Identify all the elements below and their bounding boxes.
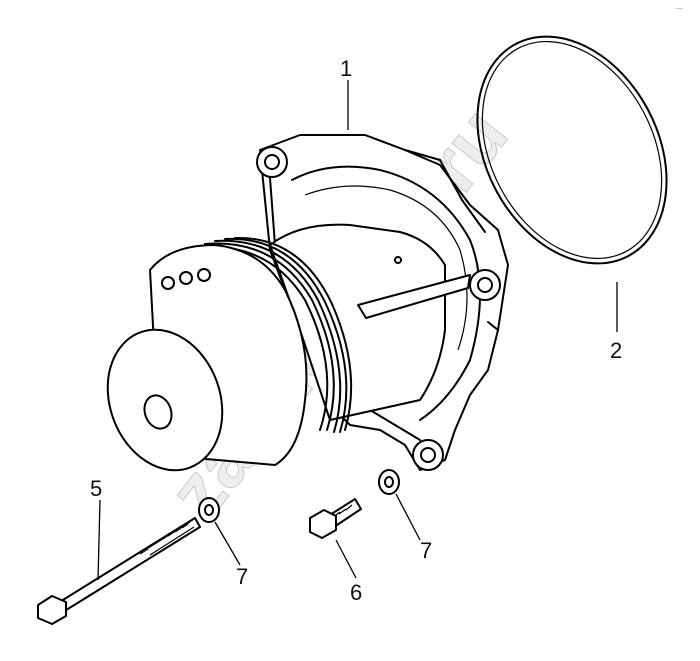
water-pump-housing-part-1 (106, 134, 509, 472)
callout-2: 2 (610, 338, 623, 363)
washer-part-7-right (378, 469, 400, 495)
callout-5: 5 (90, 476, 103, 501)
callout-7-right: 7 (420, 538, 433, 563)
short-bolt-part-6 (309, 498, 362, 539)
leader-lines (97, 80, 618, 581)
callout-1: 1 (340, 56, 353, 81)
seal-ring-part-2 (476, 35, 668, 265)
corner-mark: ·— (675, 6, 683, 12)
callout-7-left: 7 (236, 564, 249, 589)
washer-part-7-left (198, 497, 220, 523)
long-bolt-part-5 (37, 517, 201, 625)
callout-6: 6 (350, 580, 363, 605)
